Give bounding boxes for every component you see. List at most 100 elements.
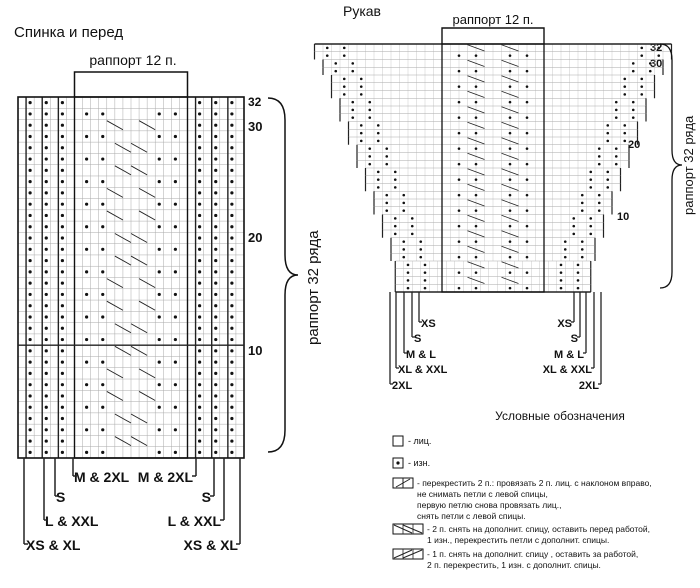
bf-purl-stitch (198, 157, 202, 161)
sl-purl-stitch (572, 217, 576, 220)
sl-purl-stitch (508, 100, 512, 104)
bf-row-brace (267, 97, 299, 453)
sl-purl-stitch (525, 85, 529, 88)
bf-cable-stitch (114, 233, 132, 243)
bf-purl-stitch (157, 225, 161, 229)
bf-purl-stitch (157, 428, 161, 432)
sl-purl-stitch (657, 46, 661, 50)
sl-purl-stitch (508, 147, 512, 150)
bf-purl-stitch (198, 134, 202, 139)
sl-purl-stitch (597, 162, 601, 166)
bf-purl-stitch (198, 247, 202, 251)
bf-purl-stitch (173, 202, 177, 206)
sl-purl-stitch (385, 193, 389, 197)
bf-purl-stitch (173, 360, 177, 364)
bf-purl-stitch (60, 123, 64, 127)
bf-purl-stitch (44, 337, 48, 342)
sl-purl-stitch (559, 271, 563, 274)
bf-purl-stitch (157, 383, 161, 387)
sl-purl-stitch (393, 178, 397, 181)
sl-purl-stitch (474, 286, 478, 290)
bf-purl-stitch (198, 450, 202, 454)
sl-purl-stitch (351, 100, 355, 104)
bf-purl-stitch (173, 428, 177, 432)
sl-purl-stitch (525, 209, 529, 212)
legend-cable-left-diagonal (393, 549, 413, 559)
bf-size-right-l-xxl: L & XXL (168, 513, 222, 529)
bf-purl-stitch (44, 416, 48, 421)
sl-purl-stitch (368, 100, 372, 104)
bf-purl-stitch (198, 349, 202, 353)
bf-purl-stitch (28, 281, 32, 285)
bf-purl-stitch (101, 292, 105, 297)
bf-purl-stitch (44, 258, 48, 263)
bf-cable-stitch (130, 142, 148, 153)
sleeve-title: Рукав (343, 3, 381, 19)
bf-purl-stitch (101, 180, 105, 184)
sl-purl-stitch (342, 54, 346, 57)
bf-cable-stitch (138, 368, 156, 379)
bf-row-number-32: 32 (248, 95, 262, 109)
legend-purl-symbol (392, 457, 404, 469)
legend-cross-text-3: первую петлю снова провязать лиц., (417, 500, 562, 510)
legend-cross-text-2: не снимать петли с левой спицы, (417, 489, 548, 499)
bf-purl-stitch (60, 101, 64, 105)
bf-purl-stitch (60, 450, 64, 454)
bf-cable-stitch (114, 165, 132, 176)
sl-purl-stitch (457, 85, 461, 88)
bf-purl-stitch (214, 123, 218, 127)
sl-size-right-xs: XS (557, 318, 572, 330)
sl-purl-stitch (385, 147, 389, 150)
bf-purl-stitch (60, 180, 64, 184)
bf-purl-stitch (230, 123, 234, 127)
sl-purl-stitch (508, 85, 512, 88)
bf-purl-stitch (28, 146, 32, 150)
bf-purl-stitch (28, 292, 32, 297)
sl-purl-stitch (640, 46, 644, 50)
sl-purl-stitch (410, 232, 414, 236)
sl-cable-stitch (501, 183, 519, 191)
sl-purl-stitch (580, 193, 584, 197)
sl-cable-stitch (467, 199, 485, 207)
bf-purl-stitch (44, 225, 48, 229)
bf-purl-stitch (198, 428, 202, 432)
bf-purl-stitch (214, 304, 218, 308)
bf-purl-stitch (198, 112, 202, 116)
bf-purl-stitch (60, 281, 64, 285)
legend-cross-text-4: снять петли с левой спицы. (417, 511, 526, 521)
sl-purl-stitch (580, 248, 584, 251)
sl-purl-stitch (402, 240, 406, 243)
bf-purl-stitch (173, 450, 177, 454)
bf-row-number-10: 10 (248, 343, 262, 358)
sl-purl-stitch (508, 286, 512, 290)
sl-purl-stitch (334, 62, 338, 65)
bf-purl-stitch (85, 157, 89, 161)
bf-purl-stitch (230, 428, 234, 432)
sl-purl-stitch (419, 248, 423, 251)
sl-size-left-s: S (414, 333, 421, 345)
bf-cable-stitch (138, 187, 156, 198)
sl-purl-stitch (474, 131, 478, 135)
bf-purl-stitch (44, 360, 48, 364)
bf-purl-stitch (157, 270, 161, 274)
bf-purl-stitch (214, 405, 218, 409)
sl-cable-stitch (501, 75, 519, 83)
bf-purl-stitch (230, 416, 234, 421)
bf-purl-stitch (28, 225, 32, 229)
bf-cable-stitch (106, 187, 124, 198)
legend-purl-dot (396, 461, 400, 465)
bf-purl-stitch (198, 360, 202, 364)
bf-purl-stitch (214, 360, 218, 364)
sl-purl-stitch (368, 155, 372, 158)
sl-purl-stitch (508, 54, 512, 57)
bf-purl-stitch (28, 213, 32, 218)
bf-purl-stitch (214, 349, 218, 353)
sl-purl-stitch (576, 271, 580, 274)
sl-purl-stitch (474, 209, 478, 212)
sl-purl-stitch (474, 193, 478, 197)
sl-purl-stitch (572, 224, 576, 228)
legend-cable-right-text-1: - 2 п. снять на дополнит. спицу, оставит… (427, 524, 650, 534)
bf-purl-stitch (198, 394, 202, 398)
bf-purl-stitch (85, 134, 89, 139)
sl-purl-stitch (508, 255, 512, 259)
